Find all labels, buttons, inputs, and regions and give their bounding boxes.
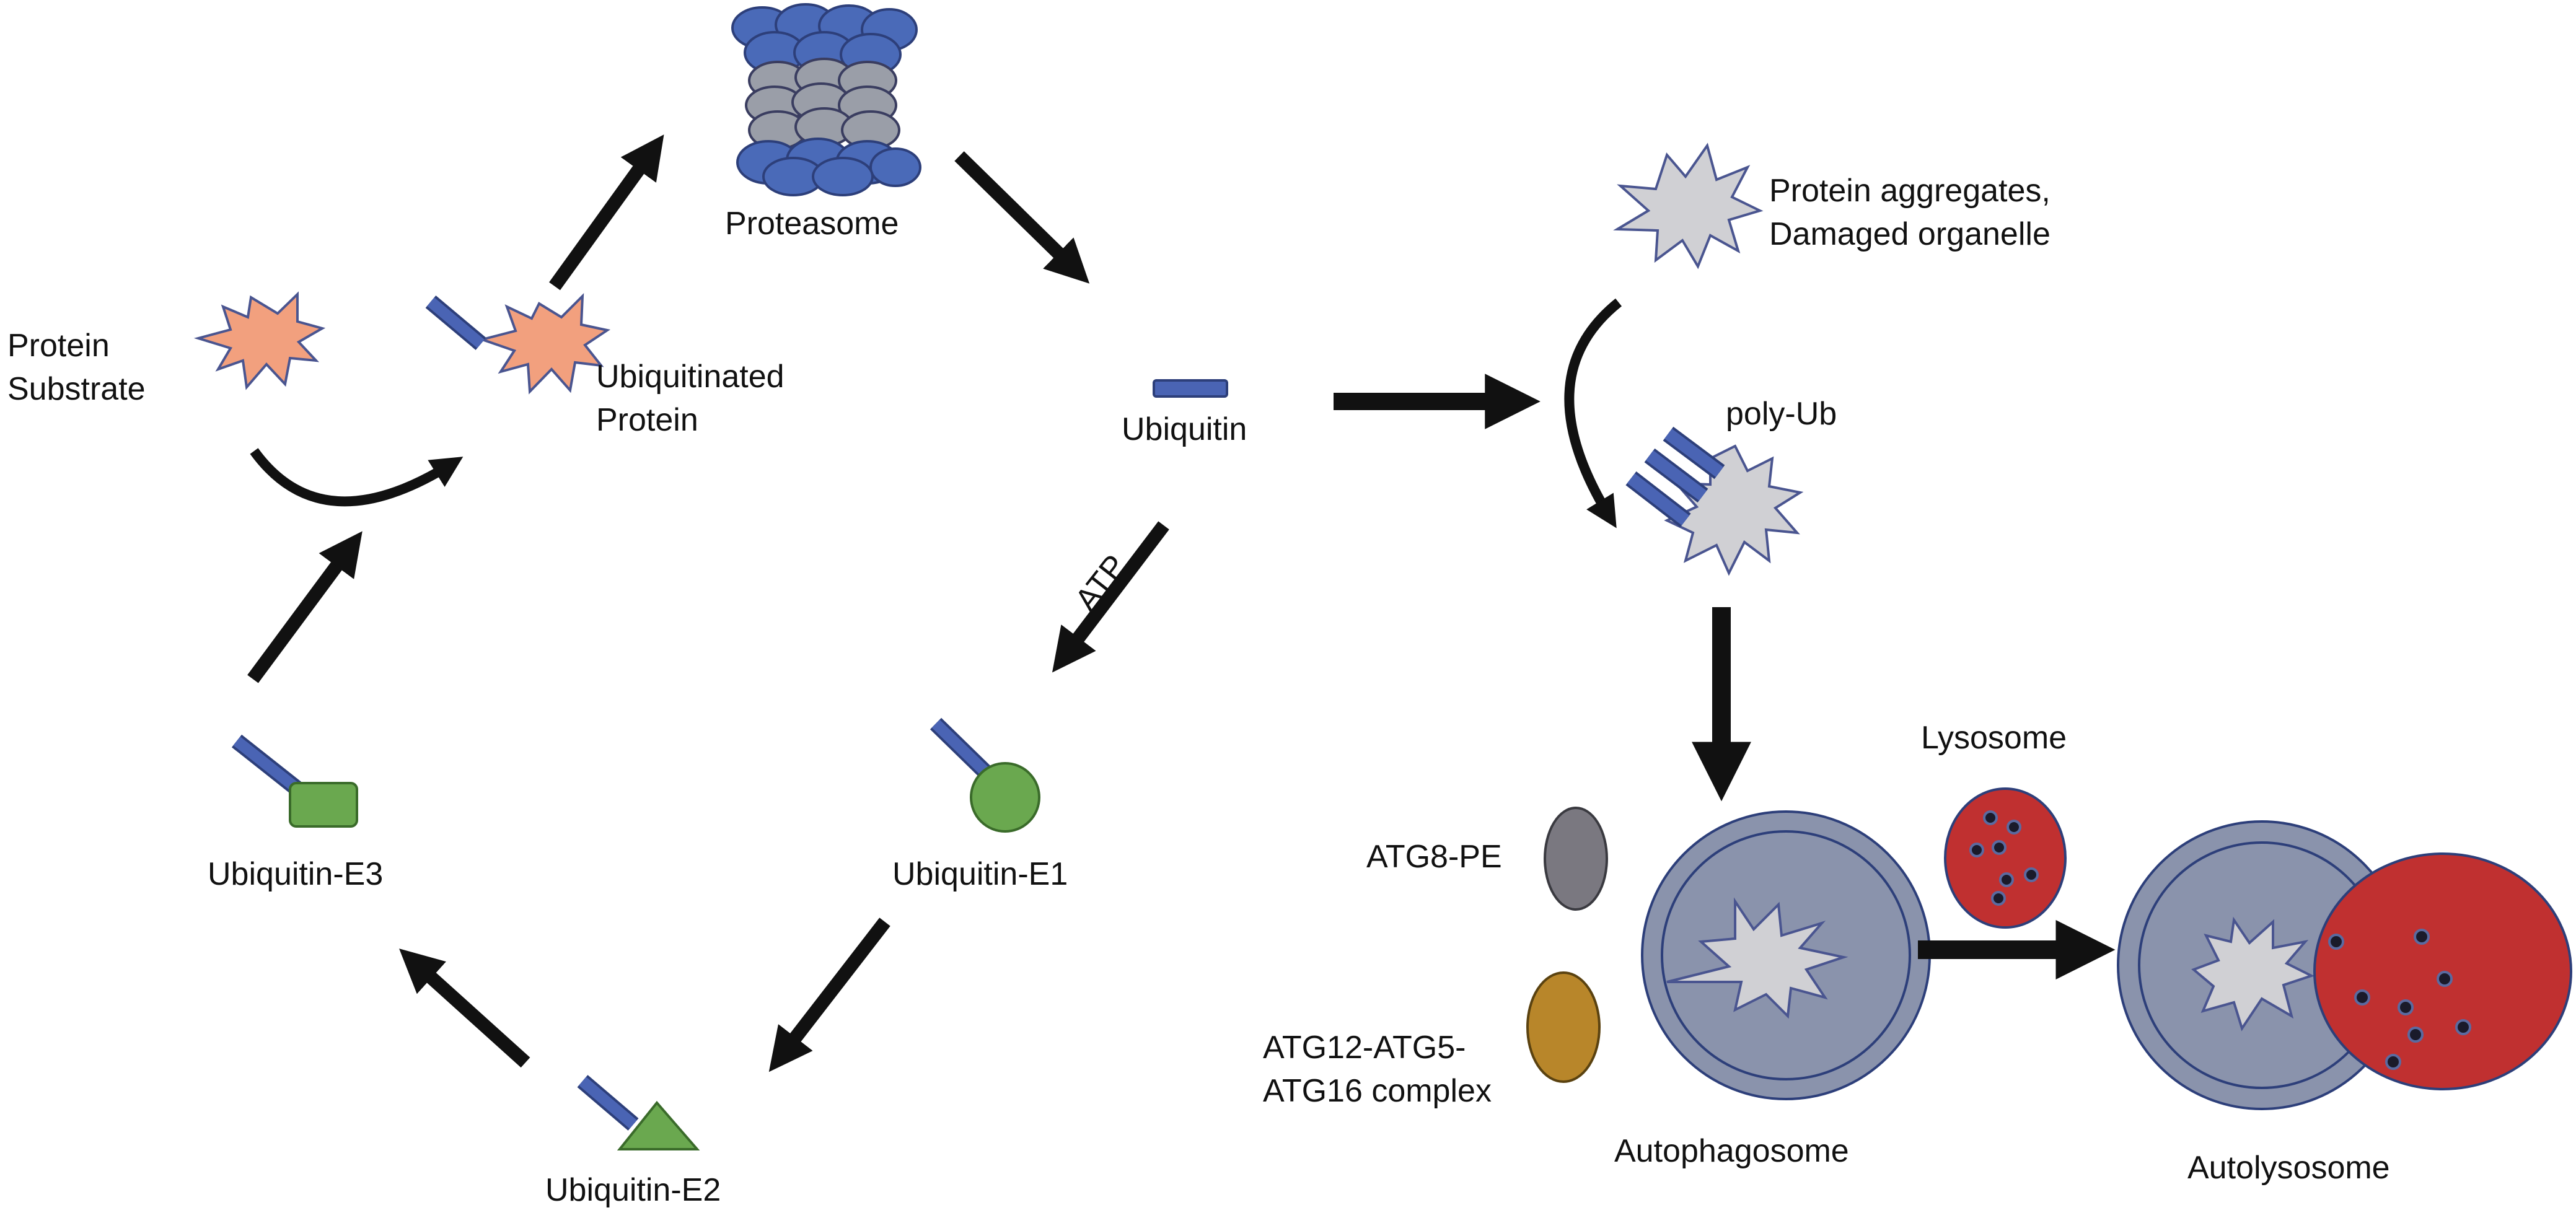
ubiquitin-icon <box>1153 379 1228 398</box>
ubiquitinated-protein-label-line1: Ubiquitinated <box>596 359 785 395</box>
poly-ubiquitin-chain-icon <box>1625 426 1725 528</box>
atg12-complex-icon <box>1526 971 1601 1083</box>
proteasome-label: Proteasome <box>725 206 899 242</box>
ubiquitin-e1-label: Ubiquitin-E1 <box>892 856 1068 892</box>
arrow-proteasome-to-ubiquitin <box>954 151 1090 284</box>
protein-aggregates-label-line1: Protein aggregates, <box>1769 173 2051 209</box>
arrow-e3-to-ubiquitinated <box>247 531 363 683</box>
proteasome-icon <box>731 3 921 196</box>
atg12-label-line1: ATG12-ATG5- <box>1263 1030 1466 1066</box>
poly-ub-label: poly-Ub <box>1726 396 1837 432</box>
ubiquitin-label: Ubiquitin <box>1122 411 1247 447</box>
autophagosome-icon <box>1641 810 1931 1100</box>
autolysosome-icon <box>2117 820 2572 1110</box>
ubiquitinated-protein-icon <box>478 292 611 395</box>
ubiquitin-e3-label: Ubiquitin-E3 <box>208 856 383 892</box>
atg8-pe-label: ATG8-PE <box>1366 839 1502 875</box>
e2-enzyme-icon <box>617 1100 700 1150</box>
lysosome-icon <box>1944 787 2067 929</box>
arrow-e2-to-e3 <box>399 949 530 1068</box>
autolysosome-label: Autolysosome <box>2187 1150 2390 1186</box>
protein-aggregate-icon <box>1613 142 1764 269</box>
arrow-ubiquitin-to-e1 <box>1052 521 1169 673</box>
curved-arrow-aggregate-to-polyub <box>1564 298 1622 528</box>
atg12-label-line2: ATG16 complex <box>1263 1073 1492 1109</box>
protein-substrate-label-line1: Protein <box>7 328 110 364</box>
protein-aggregates-label-line2: Damaged organelle <box>1769 216 2051 252</box>
protein-substrate-icon <box>193 291 326 390</box>
arrow-ubiquitinated-to-proteasome <box>549 134 664 291</box>
curved-arrow-substrate-to-ubiquitinated <box>250 448 464 507</box>
ubiquitin-e2-label: Ubiquitin-E2 <box>545 1172 721 1208</box>
lysosome-label: Lysosome <box>1921 720 2067 756</box>
e3-enzyme-icon <box>289 782 358 828</box>
protein-substrate-label-line2: Substrate <box>7 371 146 407</box>
polyub-aggregate-icon <box>1664 444 1804 576</box>
atg8-pe-icon <box>1544 807 1608 911</box>
ubiquitinated-protein-label-line2: Protein <box>596 402 698 438</box>
e1-enzyme-icon <box>970 762 1040 833</box>
arrow-e1-to-e2 <box>768 918 890 1072</box>
autophagosome-label: Autophagosome <box>1614 1133 1849 1169</box>
